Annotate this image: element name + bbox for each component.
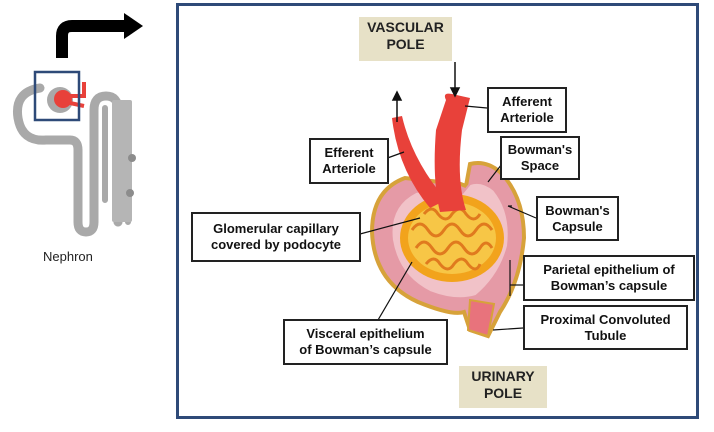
vascular-pole-arrows (391, 62, 461, 122)
label-pointer-lines (359, 105, 537, 331)
zoom-arrow-icon (56, 13, 143, 58)
bowmans-capsule-line1: Bowman's (545, 202, 610, 218)
glomerular-line2: covered by podocyte (210, 237, 342, 252)
efferent-line2: Arteriole (322, 161, 376, 176)
renal-corpuscle-illustration (369, 93, 527, 339)
nephron-caption: Nephron (43, 249, 93, 264)
bowmans-space-line2: Space (520, 158, 560, 173)
zoomed-view-frame (176, 3, 699, 419)
nephron-glomerulus-icon (54, 82, 86, 108)
vascular-pole-line2: POLE (386, 36, 425, 52)
urinary-pole-line2: POLE (483, 385, 523, 401)
pct-line2: Tubule (584, 327, 627, 343)
bowmans-capsule-label: Bowman's Capsule (536, 196, 619, 241)
bowmans-space-line1: Bowman's (507, 142, 573, 157)
bowmans-capsule-line2: Capsule (552, 218, 603, 234)
parietal-line1: Parietal epithelium of (543, 262, 675, 277)
afferent-line1: Afferent (502, 94, 552, 109)
urinary-pole-tag: URINARY POLE (459, 366, 547, 408)
visceral-line1: Visceral epithelium (306, 326, 425, 341)
vascular-pole-line1: VASCULAR (367, 19, 444, 35)
proximal-convoluted-tubule-label: Proximal Convoluted Tubule (523, 305, 688, 350)
parietal-epithelium-label: Parietal epithelium of Bowman’s capsule (523, 255, 695, 301)
afferent-arteriole-label: Afferent Arteriole (487, 87, 567, 133)
glomerular-line1: Glomerular capillary (213, 221, 339, 236)
glomerular-capillary-label: Glomerular capillary covered by podocyte (191, 212, 361, 262)
bowmans-space-label: Bowman's Space (500, 136, 580, 180)
efferent-line1: Efferent (324, 145, 374, 160)
visceral-epithelium-label: Visceral epithelium of Bowman’s capsule (283, 319, 448, 365)
visceral-line2: of Bowman’s capsule (299, 342, 432, 357)
afferent-line2: Arteriole (500, 110, 554, 125)
efferent-arteriole-label: Efferent Arteriole (309, 138, 389, 184)
parietal-line2: Bowman’s capsule (550, 278, 668, 293)
zoom-region-box (33, 70, 81, 122)
pct-line1: Proximal Convoluted (540, 311, 671, 327)
urinary-pole-line1: URINARY (471, 368, 535, 384)
vascular-pole-tag: VASCULAR POLE (359, 17, 452, 61)
